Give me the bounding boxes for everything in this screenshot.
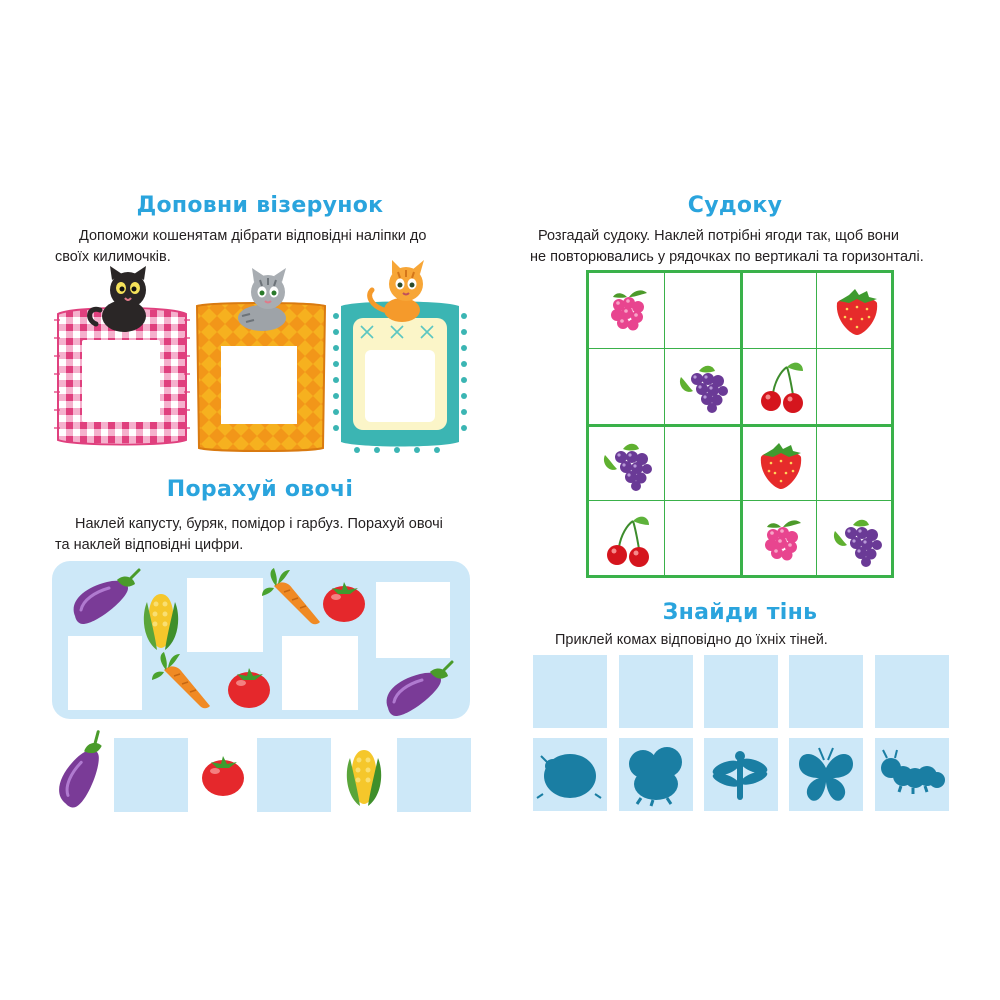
cherries-icon xyxy=(760,361,804,414)
insect-slot[interactable] xyxy=(875,655,949,728)
sudoku-cell-filled xyxy=(665,349,741,425)
cherries-icon xyxy=(606,515,650,568)
number-slot[interactable] xyxy=(257,738,331,812)
raspberry-icon xyxy=(611,290,647,331)
raspberry-icon xyxy=(765,520,801,561)
sudoku-instruction-line2: не повторювались у рядочках по вертикалі… xyxy=(530,249,924,265)
sudoku-cell-filled xyxy=(743,427,819,503)
bee-shadow-icon xyxy=(629,747,682,807)
grapes-icon xyxy=(679,365,728,413)
vegetables-instruction: Наклей капусту, буряк, помідор і гарбуз.… xyxy=(55,514,495,556)
shadow-slot xyxy=(619,738,693,811)
grapes-icon xyxy=(833,519,882,567)
sudoku-grid xyxy=(586,270,894,578)
teal-cross-mat xyxy=(333,301,467,453)
tomato-icon xyxy=(228,668,270,708)
corn-icon xyxy=(346,750,382,806)
strawberry-icon xyxy=(836,289,878,335)
sudoku-cell-empty[interactable] xyxy=(665,273,741,349)
grapes-icon xyxy=(603,443,652,491)
sudoku-cell-filled xyxy=(743,503,819,579)
corn-icon xyxy=(143,594,179,650)
shadows-title: Знайди тінь xyxy=(662,600,818,625)
grey-kitten xyxy=(238,268,286,331)
insect-slot[interactable] xyxy=(533,655,607,728)
eggplant-icon xyxy=(385,660,454,718)
number-slot[interactable] xyxy=(114,738,188,812)
insect-slot[interactable] xyxy=(789,655,863,728)
carrot-icon xyxy=(261,567,321,626)
shadow-slot xyxy=(875,738,949,811)
sudoku-instruction: Розгадай судоку. Наклей потрібні ягоди т… xyxy=(530,226,970,268)
pattern-instruction-line2: своїх килимочків. xyxy=(55,249,171,265)
sticker-slot[interactable] xyxy=(187,578,263,652)
sudoku-cell-empty[interactable] xyxy=(665,427,741,503)
sudoku-instruction-line1: Розгадай судоку. Наклей потрібні ягоди т… xyxy=(538,228,899,244)
eggplant-icon xyxy=(72,568,141,626)
butterfly-shadow-icon xyxy=(799,747,853,801)
insect-slot[interactable] xyxy=(619,655,693,728)
sticker-slot[interactable] xyxy=(68,636,142,710)
sudoku-cell-empty[interactable] xyxy=(819,349,895,425)
vegetables-title: Порахуй овочі xyxy=(166,477,354,502)
tomato-icon xyxy=(323,582,365,622)
vegetables-instruction-line2: та наклей відповідні цифри. xyxy=(55,537,244,553)
caterpillar-shadow-icon xyxy=(881,749,945,794)
dragonfly-shadow-icon xyxy=(712,751,768,800)
pattern-instruction-line1: Допоможи кошенятам дібрати відповідні на… xyxy=(79,228,427,244)
tomato-icon xyxy=(202,756,244,796)
sudoku-cell-empty[interactable] xyxy=(743,273,819,349)
shadows-instruction: Приклей комах відповідно до їхніх тіней. xyxy=(555,632,828,648)
sudoku-cell-filled xyxy=(589,273,665,349)
black-kitten xyxy=(87,266,146,332)
insect-slot[interactable] xyxy=(704,655,778,728)
sticker-slot[interactable] xyxy=(376,582,450,658)
sudoku-title: Судоку xyxy=(687,193,783,218)
sudoku-cell-empty[interactable] xyxy=(589,349,665,425)
ladybug-shadow-icon xyxy=(536,754,602,799)
orange-diamond-mat xyxy=(195,302,327,452)
vegetables-instruction-line1: Наклей капусту, буряк, помідор і гарбуз.… xyxy=(75,516,443,532)
pattern-title: Доповни візерунок xyxy=(136,193,384,218)
shadow-slot xyxy=(704,738,778,811)
sudoku-cell-empty[interactable] xyxy=(819,427,895,503)
sudoku-cell-empty[interactable] xyxy=(665,503,741,579)
eggplant-icon xyxy=(40,730,127,813)
sudoku-cell-filled xyxy=(819,273,895,349)
ginger-kitten xyxy=(367,260,424,322)
sudoku-cell-filled xyxy=(819,503,895,579)
number-slot[interactable] xyxy=(397,738,471,812)
shadow-slot xyxy=(533,738,607,811)
sudoku-cell-filled xyxy=(743,349,819,425)
strawberry-icon xyxy=(760,443,802,489)
sudoku-cell-filled xyxy=(589,427,665,503)
shadow-slot xyxy=(789,738,863,811)
sticker-slot[interactable] xyxy=(282,636,358,710)
carrot-icon xyxy=(151,651,211,710)
sudoku-cell-filled xyxy=(589,503,665,579)
pattern-instruction: Допоможи кошенятам дібрати відповідні на… xyxy=(55,226,495,268)
